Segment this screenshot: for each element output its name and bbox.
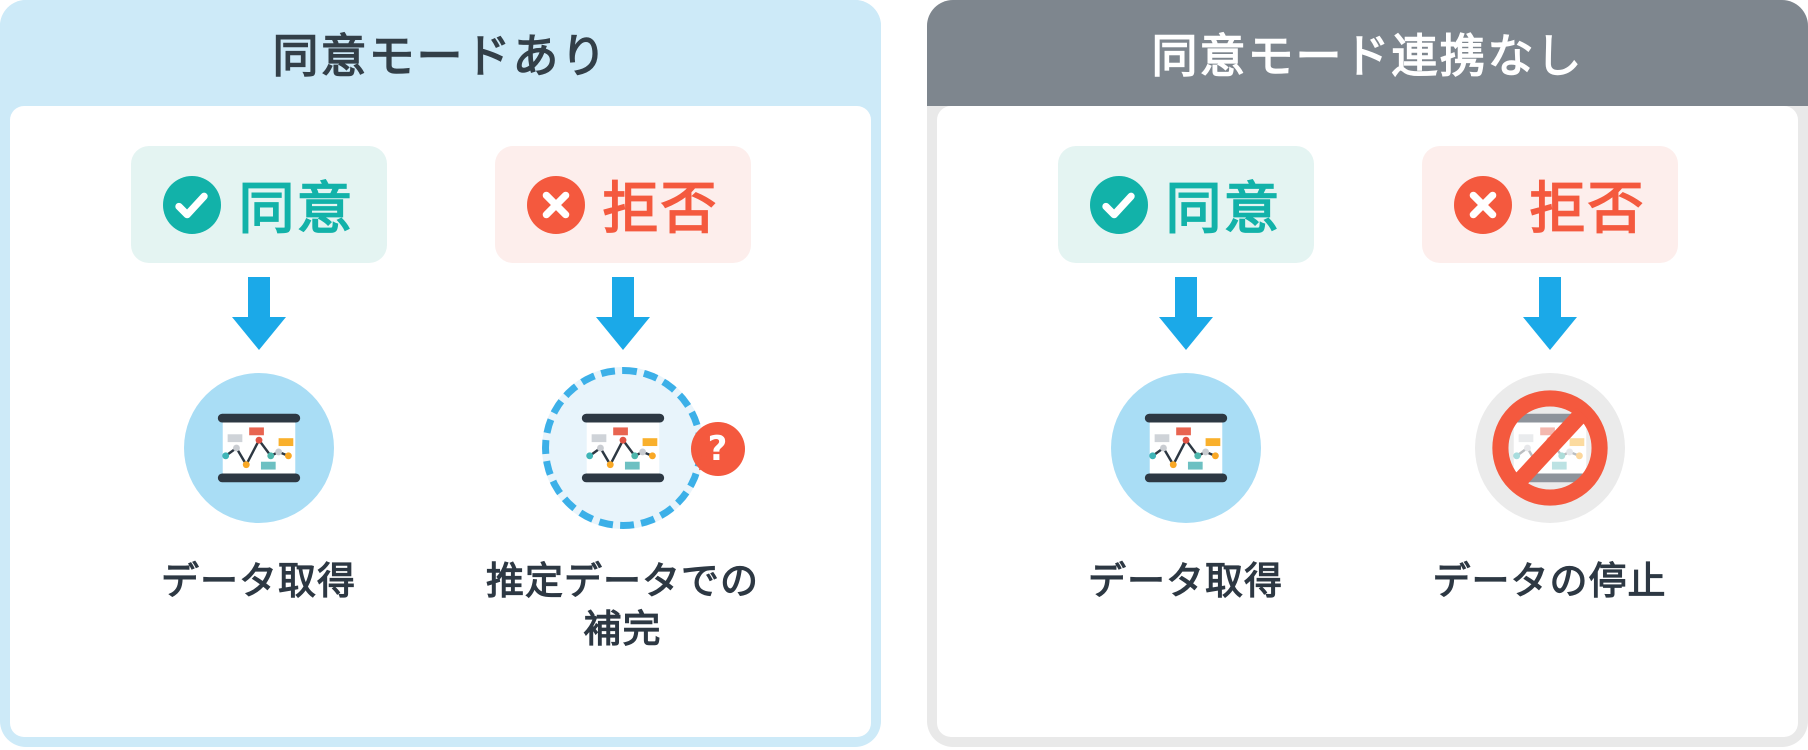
panel-title-with-consent: 同意モードあり	[0, 0, 881, 106]
outcome-label-data-stopped: データの停止	[1432, 559, 1667, 603]
consent-badge-label: 同意	[238, 177, 355, 242]
arrow-head	[1158, 317, 1213, 350]
arrow-shaft	[247, 277, 270, 317]
icon-area	[91, 362, 427, 534]
prohibition-icon	[1491, 390, 1608, 506]
icon-area: ?	[455, 362, 791, 534]
deny-badge: 拒否	[494, 146, 751, 263]
arrow-down-icon	[231, 277, 286, 350]
panel-body-with-consent: 同意	[10, 106, 871, 737]
column-deny: 拒否	[1382, 146, 1718, 737]
outcome-label-data-acquired: データ取得	[1087, 559, 1283, 603]
data-blocked-circle	[1474, 373, 1625, 523]
analytics-chart-icon	[581, 413, 664, 483]
arrow-shaft	[1538, 277, 1561, 317]
column-deny: 拒否	[455, 146, 791, 737]
consent-badge-label: 同意	[1165, 177, 1282, 242]
panel-without-consent-mode: 同意モード連携なし 同意	[927, 0, 1808, 747]
check-circle-icon	[162, 175, 221, 234]
panel-body-without-consent: 同意	[937, 106, 1798, 737]
deny-badge-label: 拒否	[1529, 177, 1646, 242]
panel-title-without-consent: 同意モード連携なし	[927, 0, 1808, 106]
arrow-down-icon	[1158, 277, 1213, 350]
data-collection-circle	[1110, 373, 1261, 523]
deny-badge: 拒否	[1421, 146, 1678, 263]
arrow-head	[231, 317, 286, 350]
outcome-label-data-acquired: データ取得	[160, 559, 356, 603]
arrow-down-icon	[1522, 277, 1577, 350]
data-collection-circle	[183, 373, 334, 523]
arrow-down-icon	[595, 277, 650, 350]
consent-badge: 同意	[1057, 146, 1314, 263]
question-bubble-icon: ?	[690, 422, 745, 476]
check-circle-icon	[1089, 175, 1148, 234]
outcome-label-estimated-data: 推定データでの 補完	[485, 559, 759, 651]
arrow-shaft	[611, 277, 634, 317]
x-circle-icon	[526, 175, 585, 234]
consent-badge: 同意	[130, 146, 387, 263]
column-consent: 同意	[1018, 146, 1354, 737]
analytics-chart-icon	[217, 413, 300, 483]
x-circle-icon	[1453, 175, 1512, 234]
panel-with-consent-mode: 同意モードあり 同意	[0, 0, 881, 747]
column-consent: 同意	[91, 146, 427, 737]
estimated-data-dashed-circle	[541, 367, 704, 529]
analytics-chart-icon	[1144, 413, 1227, 483]
icon-area	[1382, 362, 1718, 534]
arrow-head	[595, 317, 650, 350]
deny-badge-label: 拒否	[602, 177, 719, 242]
arrow-shaft	[1174, 277, 1197, 317]
arrow-head	[1522, 317, 1577, 350]
icon-area	[1018, 362, 1354, 534]
